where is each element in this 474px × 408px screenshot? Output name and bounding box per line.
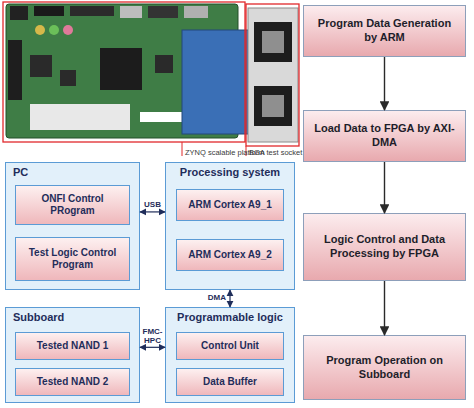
- component-box: ARM Cortex A9_1: [176, 189, 284, 221]
- box-text: ONFI Control PRogram: [20, 193, 125, 217]
- edge-label: USB: [141, 201, 165, 210]
- component-box: Control Unit: [176, 332, 284, 360]
- box-text: ARM Cortex A9_2: [188, 249, 272, 261]
- audio-jack: [49, 25, 59, 35]
- group-title: Processing system: [166, 166, 294, 178]
- connector: [148, 6, 178, 18]
- process-box: Program Operation on Subboard: [303, 335, 466, 400]
- group-box: Processing systemARM Cortex A9_1ARM Cort…: [165, 162, 295, 290]
- group-title: Subboard: [6, 311, 139, 323]
- socket-board: [248, 8, 298, 142]
- edge-label: DMA: [208, 294, 226, 303]
- audio-jack: [63, 25, 73, 35]
- bga-socket: [254, 22, 292, 62]
- bga-socket: [254, 86, 292, 126]
- flow-arrow: [384, 281, 385, 335]
- audio-jack: [35, 25, 45, 35]
- edge-label: FMC- HPC: [141, 328, 165, 346]
- chip-array: [30, 104, 130, 130]
- box-text: Tested NAND 2: [37, 376, 109, 388]
- box-text: Program Data Generation by ARM: [312, 17, 457, 45]
- box-text: Program Operation on Subboard: [312, 354, 457, 382]
- process-box: Load Data to FPGA by AXI-DMA: [303, 110, 466, 162]
- socket-lid: [262, 31, 284, 53]
- highlight-frame: [246, 4, 299, 146]
- component-box: Test Logic Control Program: [15, 237, 130, 281]
- group-box: Programmable logicControl UnitData Buffe…: [165, 307, 295, 403]
- box-text: Tested NAND 1: [37, 340, 109, 352]
- component-box: Tested NAND 1: [15, 332, 130, 360]
- group-title: Programmable logic: [166, 311, 294, 323]
- box-text: Data Buffer: [203, 376, 257, 388]
- board-photo: [0, 0, 300, 160]
- group-box: SubboardTested NAND 1 Tested NAND 2: [5, 307, 140, 403]
- heat-sink: [100, 48, 142, 90]
- component-box: Tested NAND 2: [15, 368, 130, 396]
- connector: [70, 6, 114, 16]
- link-arrow: [140, 347, 165, 348]
- power-jack: [10, 6, 28, 20]
- link-arrow: [229, 290, 230, 307]
- box-text: ARM Cortex A9_1: [188, 199, 272, 211]
- chip: [60, 70, 76, 86]
- box-text: Test Logic Control Program: [20, 247, 125, 271]
- box-text: Load Data to FPGA by AXI-DMA: [312, 122, 457, 150]
- chip: [30, 55, 52, 77]
- flow-arrow: [384, 57, 385, 110]
- box-text: Logic Control and Data Processing by FPG…: [312, 233, 457, 261]
- connector: [8, 40, 22, 100]
- group-box: PC ONFI Control PRogramTest Logic Control…: [5, 162, 140, 290]
- component-box: ONFI Control PRogram: [15, 185, 130, 225]
- leader-line: [182, 142, 183, 156]
- photo-label: BGA test socket: [249, 148, 302, 157]
- process-box: Program Data Generation by ARM: [303, 5, 466, 57]
- link-arrow: [140, 211, 165, 212]
- box-text: Control Unit: [201, 340, 259, 352]
- chip: [155, 55, 173, 73]
- connector: [120, 6, 142, 18]
- connector: [34, 6, 64, 16]
- flow-arrow: [384, 162, 385, 213]
- socket-lid: [262, 95, 284, 117]
- process-box: Logic Control and Data Processing by FPG…: [303, 213, 466, 281]
- group-title: PC: [6, 166, 139, 178]
- highlight-frame: [3, 2, 245, 142]
- component-box: Data Buffer: [176, 368, 284, 396]
- component-box: ARM Cortex A9_2: [176, 239, 284, 271]
- connector: [184, 6, 208, 18]
- fmc-adapter: [182, 30, 252, 134]
